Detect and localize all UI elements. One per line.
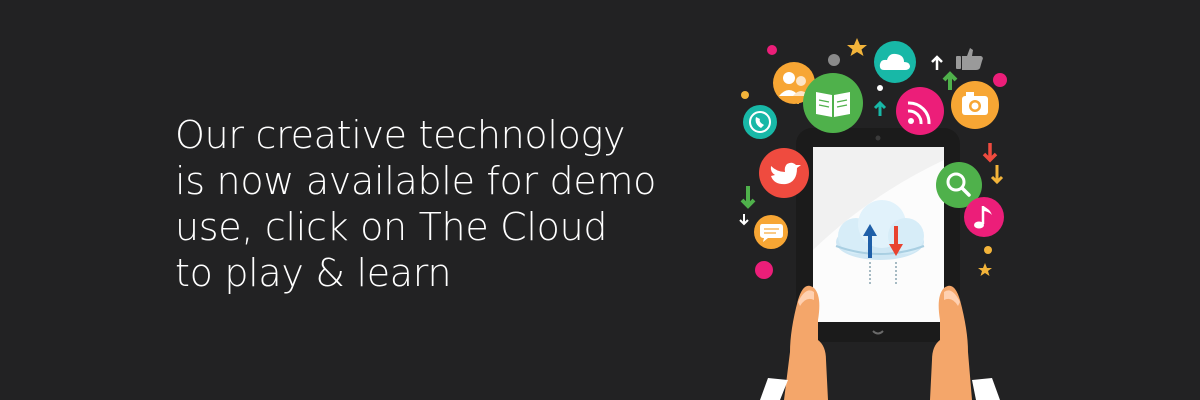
decor-dot: [741, 91, 749, 99]
arrow-icon: [990, 165, 1004, 185]
headline-line-4: to play & learn: [175, 251, 452, 295]
chat-bubble-icon: [754, 215, 788, 249]
tablet-cloud-illustration: [739, 38, 1007, 400]
phone-icon: [743, 105, 777, 139]
headline-line-3: use, click on The Cloud: [175, 205, 608, 249]
left-hand: [760, 285, 828, 400]
decor-dot: [755, 261, 773, 279]
arrow-icon: [739, 214, 749, 226]
decor-dot: [993, 73, 1007, 87]
rss-icon: [896, 87, 944, 135]
arrow-icon: [982, 143, 998, 163]
home-button: [872, 330, 884, 335]
right-hand: [930, 285, 1000, 400]
decor-dot: [828, 54, 840, 66]
camera-icon: [951, 81, 999, 129]
headline-line-2: is now available for demo: [175, 159, 657, 203]
thumbs-up-icon: [956, 48, 983, 70]
twitter-bird-icon: [759, 148, 809, 198]
cloud-upload-download-icon[interactable]: [835, 200, 925, 284]
search-icon: [936, 162, 982, 208]
decor-dot: [767, 45, 777, 55]
star-icon: [978, 263, 992, 276]
contacts-icon: [773, 62, 815, 104]
headline-line-1: Our creative technology: [175, 113, 626, 157]
star-icon: [847, 38, 867, 56]
tablet-camera: [875, 135, 881, 141]
arrow-icon: [740, 71, 958, 209]
decor-dot: [984, 246, 992, 254]
headline: Our creative technology is now available…: [175, 112, 695, 296]
decor-dot: [877, 85, 883, 91]
arrow-icon: [931, 55, 943, 70]
arrow-icon: [873, 100, 887, 116]
music-note-icon: [964, 197, 1004, 237]
book-icon: [803, 73, 863, 133]
cloud-icon: [874, 41, 916, 83]
